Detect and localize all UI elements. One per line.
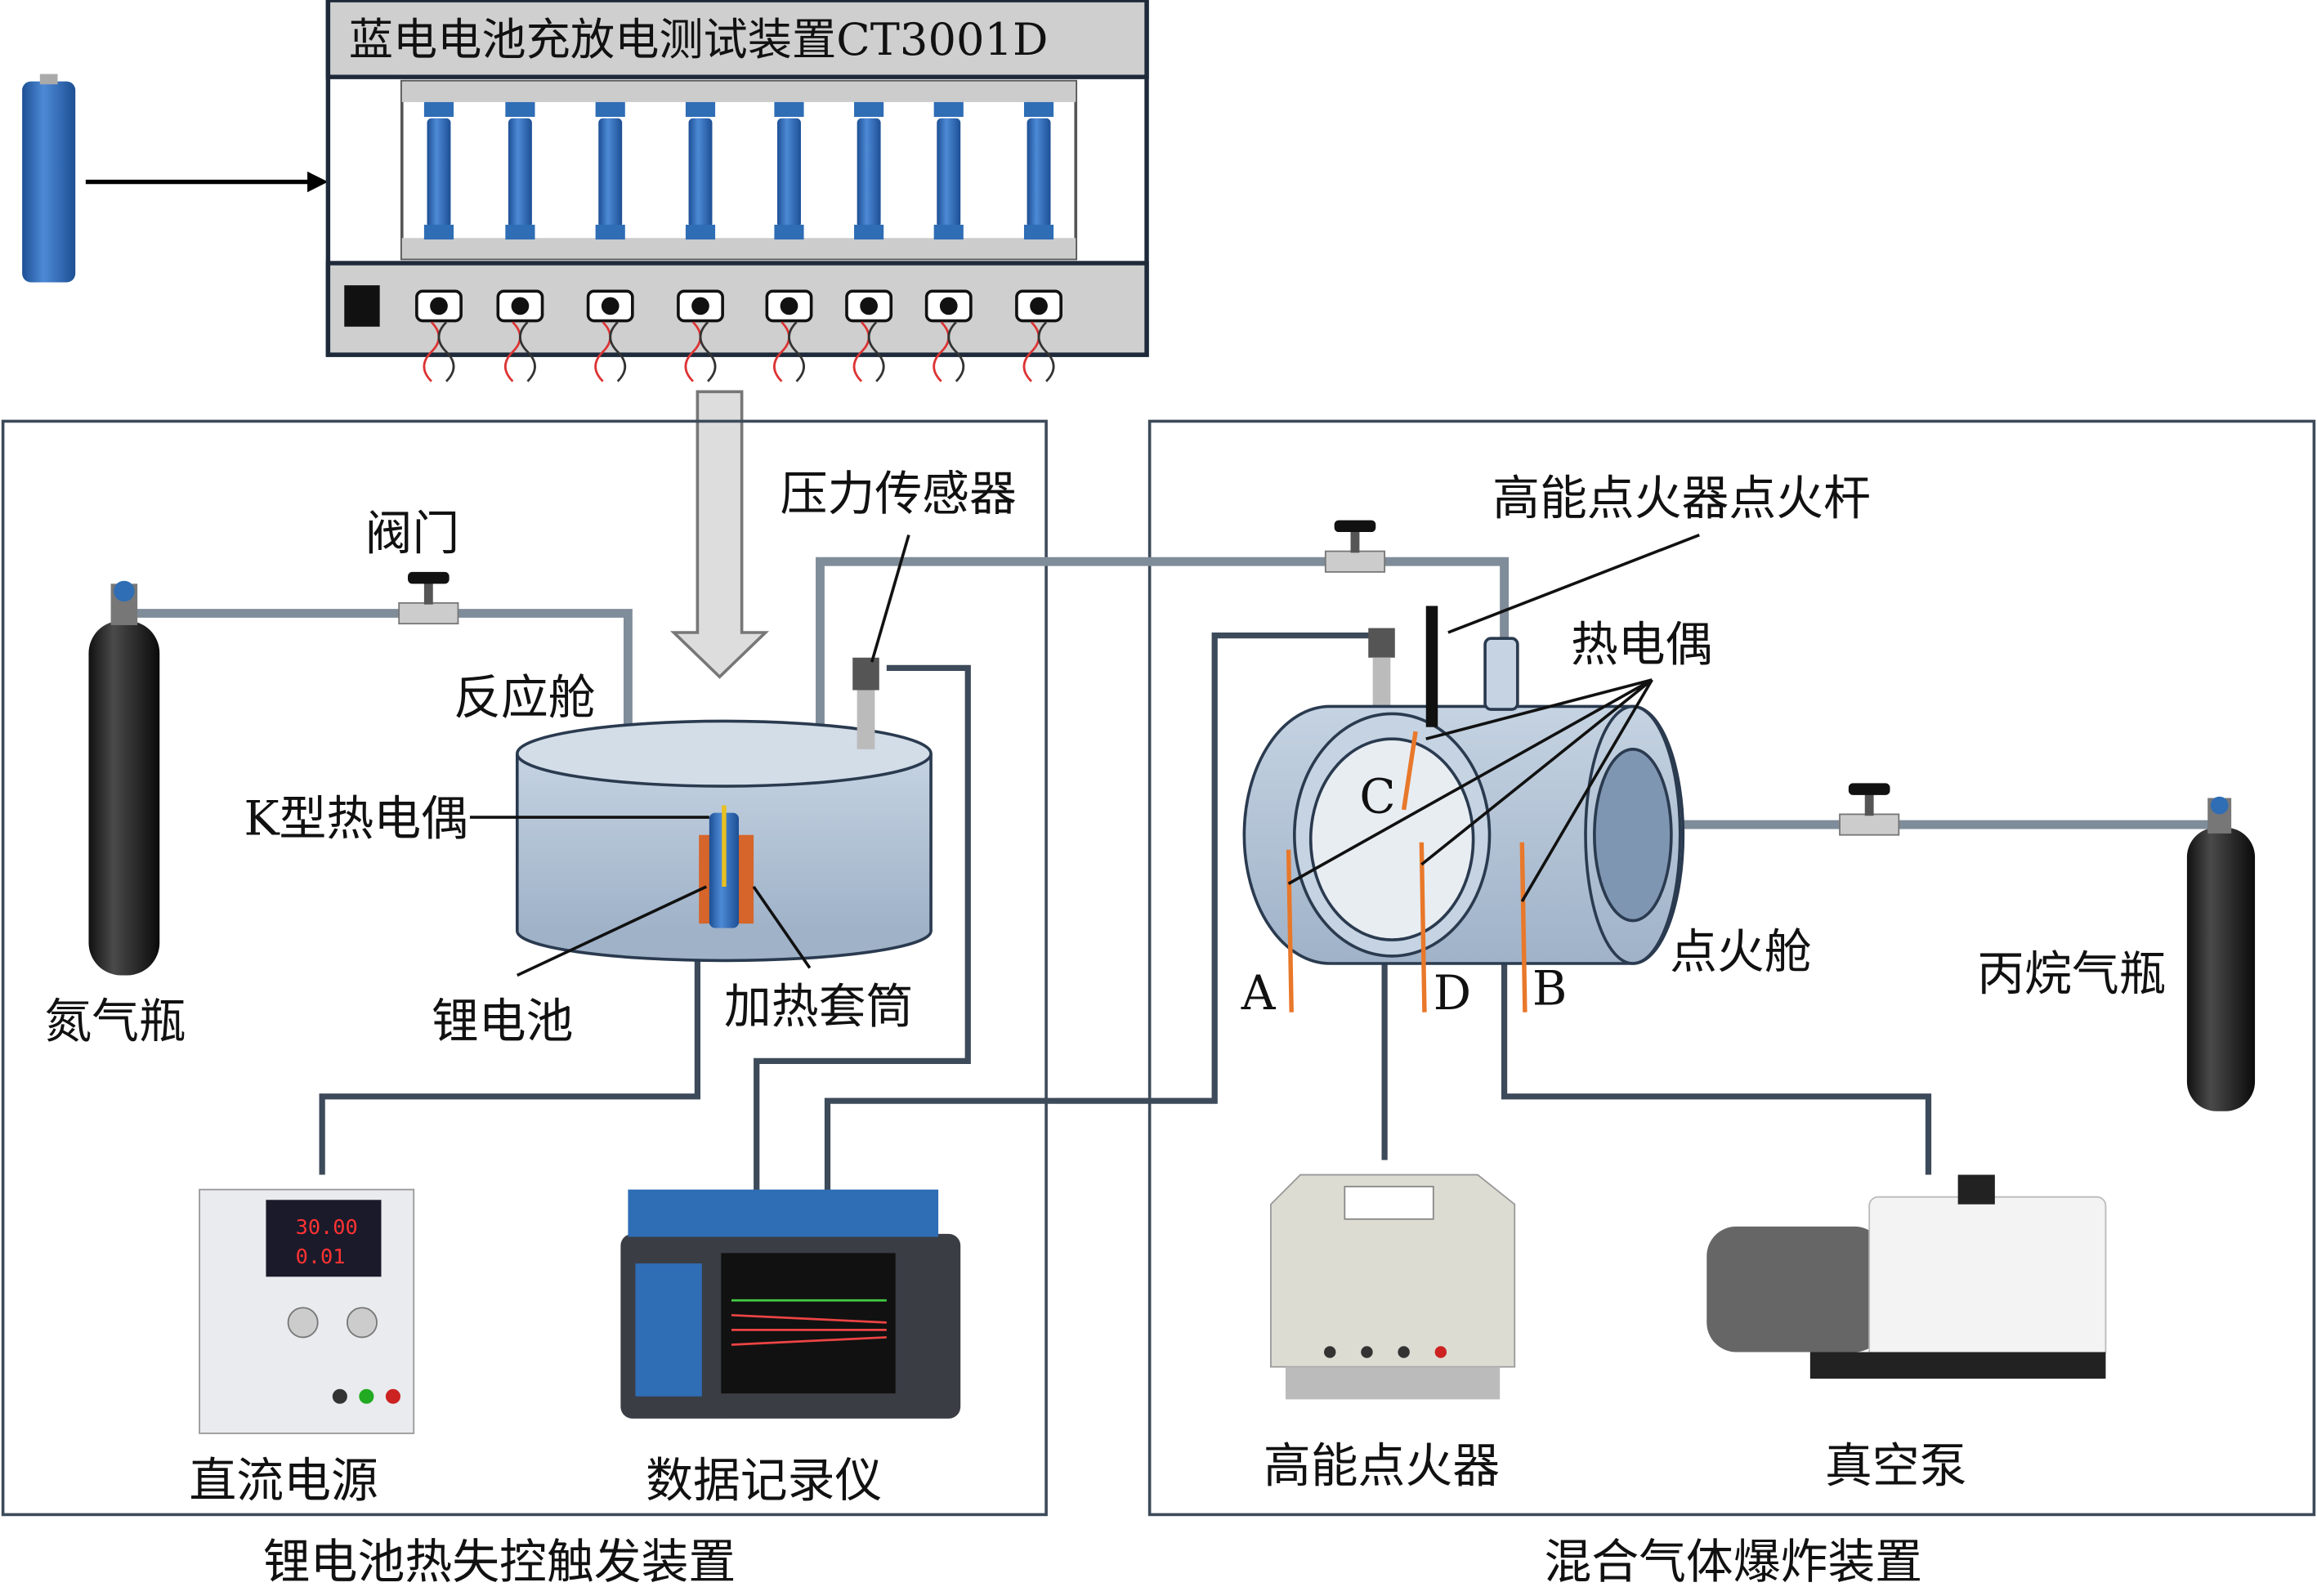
- data-logger: [620, 1189, 961, 1419]
- svg-text:30.00: 30.00: [296, 1215, 358, 1239]
- label-k-thermocouple: K型热电偶: [244, 791, 468, 847]
- right-panel: [1147, 419, 2316, 1517]
- high-energy-igniter: [1270, 1174, 1516, 1400]
- label-sleeve: 加热套筒: [724, 978, 913, 1034]
- label-B: B: [1532, 961, 1568, 1017]
- channel-socket: [765, 289, 813, 382]
- channel-battery: [505, 101, 535, 240]
- valve-icon: [398, 571, 459, 625]
- label-A: A: [1241, 965, 1277, 1021]
- propane-cylinder: [2186, 796, 2256, 1111]
- right-caption: 混合气体爆炸装置: [1544, 1534, 1922, 1589]
- channel-battery: [774, 101, 804, 240]
- chamber-pressure-sensor: [1368, 628, 1395, 718]
- channel-battery: [854, 101, 884, 240]
- channel-socket: [924, 289, 973, 382]
- valve-icon: [1839, 783, 1900, 836]
- channel-socket: [677, 289, 724, 382]
- label-valve: 阀门: [365, 506, 460, 561]
- label-pressure-sensor: 压力传感器: [781, 466, 1017, 521]
- label-igniter: 高能点火器: [1264, 1438, 1500, 1494]
- label-battery: 锂电池: [432, 993, 574, 1048]
- power-switch: [344, 285, 380, 327]
- left-caption: 锂电池热失控触发装置: [263, 1534, 736, 1589]
- channel-socket: [496, 289, 544, 382]
- battery-tester: 蓝电电池充放电测试装置CT3001D: [325, 0, 1149, 382]
- left-panel: [1, 419, 1048, 1517]
- label-nitrogen: 氮气瓶: [44, 993, 186, 1048]
- ignition-chamber: [1242, 606, 1685, 1013]
- channel-battery: [933, 101, 964, 240]
- label-reactor: 反应舱: [454, 669, 596, 725]
- label-vacuum-pump: 真空泵: [1825, 1438, 1967, 1494]
- label-D: D: [1434, 965, 1471, 1021]
- label-igniter-rod: 高能点火器点火杆: [1492, 470, 1871, 525]
- label-logger: 数据记录仪: [646, 1453, 882, 1509]
- tester-title: 蓝电电池充放电测试装置CT3001D: [349, 14, 1049, 65]
- channel-battery: [595, 101, 625, 240]
- channel-socket: [845, 289, 893, 382]
- channel-battery: [685, 101, 716, 240]
- label-thermocouple: 热电偶: [1571, 616, 1713, 672]
- channel-battery: [423, 101, 454, 240]
- vacuum-pump: [1706, 1174, 2107, 1379]
- label-C: C: [1359, 769, 1395, 825]
- igniter-rod: [1425, 606, 1438, 727]
- channel-socket: [1015, 289, 1062, 382]
- pressure-sensor: [852, 657, 879, 749]
- channel-socket: [586, 289, 634, 382]
- dc-power-supply: 30.00 0.01: [199, 1188, 415, 1434]
- label-chamber: 点火舱: [1670, 923, 1812, 979]
- battery-cell: [22, 74, 76, 283]
- valve-icon: [1324, 520, 1386, 573]
- down-arrow: [669, 390, 770, 679]
- svg-text:0.01: 0.01: [296, 1245, 346, 1268]
- label-dc-power: 直流电源: [189, 1453, 378, 1509]
- channel-socket: [415, 289, 463, 382]
- nitrogen-cylinder: [88, 580, 160, 976]
- label-propane: 丙烷气瓶: [1977, 946, 2166, 1002]
- reaction-chamber: [516, 719, 933, 963]
- channel-battery: [1023, 101, 1054, 240]
